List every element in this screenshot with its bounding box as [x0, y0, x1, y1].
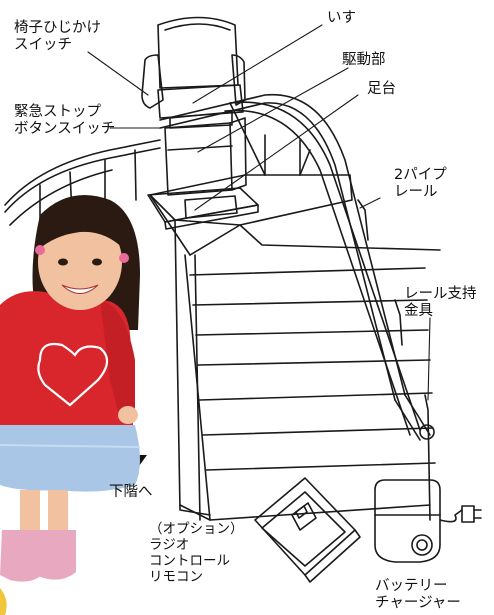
- leader-lines: [87, 24, 431, 401]
- girl-photo: [0, 195, 141, 615]
- footrest: [147, 187, 259, 230]
- label-drive-unit: 駆動部: [342, 52, 386, 68]
- label-remote: （オプション） ラジオ コントロール リモコン: [149, 521, 244, 585]
- label-downstairs: 下階へ: [109, 484, 153, 500]
- label-emergency-stop: 緊急ストップ ボタンスイッチ: [14, 104, 116, 137]
- label-armrest-switch: 椅子ひじかけ スイッチ: [14, 20, 101, 53]
- label-charger: バッテリー チャージャー: [375, 578, 461, 611]
- battery-charger: [374, 479, 482, 563]
- remote-control: [254, 477, 361, 583]
- label-rail-bracket: レール支持 金具: [404, 286, 477, 319]
- rail-brackets: [357, 199, 431, 521]
- label-two-pipe-rail: 2パイプ レール: [394, 167, 447, 200]
- label-seat: いす: [327, 10, 356, 26]
- staircase: [149, 194, 441, 521]
- stairlift-chair: [141, 16, 246, 129]
- label-footrest: 足台: [367, 81, 396, 97]
- two-pipe-rail: [159, 93, 435, 441]
